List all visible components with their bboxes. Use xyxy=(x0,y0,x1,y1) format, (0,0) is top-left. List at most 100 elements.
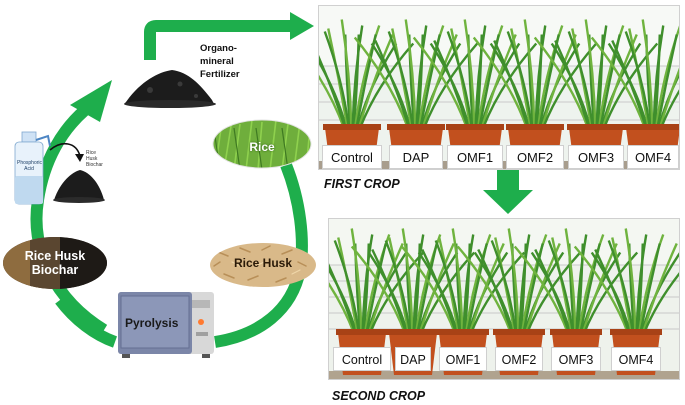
first-crop-leaf xyxy=(416,34,424,129)
biochar-label: Rice Husk Biochar xyxy=(6,249,104,277)
pyrolysis-furnace xyxy=(118,292,214,358)
second-crop-leaf xyxy=(636,243,644,334)
rice-image xyxy=(213,120,311,168)
second-crop-leaf xyxy=(350,228,363,334)
first-crop-plants xyxy=(319,6,679,169)
second-crop-photo: Control DAP OMF1 OMF2 OMF3 OMF4 xyxy=(328,218,680,380)
first-crop-leaf xyxy=(353,36,410,129)
second-crop-pot-rim xyxy=(387,329,439,335)
second-crop-leaf xyxy=(575,234,588,334)
second-crop-leaf xyxy=(451,228,464,334)
first-crop-leaf xyxy=(624,31,652,129)
cycle-arc-bottom xyxy=(55,296,118,348)
second-crop-leaf xyxy=(573,245,629,334)
first-crop-leaf xyxy=(534,25,547,129)
second-crop-pot-rim xyxy=(493,329,545,335)
first-crop-leaf xyxy=(550,42,592,129)
second-crop-leaf xyxy=(367,251,409,334)
biochar-label-line-1: Rice Husk xyxy=(24,249,86,263)
rice-husk-image xyxy=(210,243,316,287)
mini-biochar-label: Rice Husk Biochar xyxy=(86,150,103,168)
pyrolysis-label: Pyrolysis xyxy=(125,316,179,330)
first-crop-leaf xyxy=(590,36,647,129)
second-crop-leaf xyxy=(607,240,635,334)
bottle-label-line-2: Acid xyxy=(24,166,34,172)
second-crop-leaf xyxy=(468,243,505,334)
second-crop-pot-label-omf3: OMF3 xyxy=(551,347,601,371)
first-crop-leaf xyxy=(596,34,604,129)
first-crop-photo: Control DAP OMF1 OMF2 OMF3 OMF4 xyxy=(318,5,680,170)
first-crop-leaf xyxy=(340,19,353,129)
first-crop-pot-label-omf3: OMF3 xyxy=(568,145,624,169)
first-crop-leaf xyxy=(607,42,649,129)
second-crop-pot-label-control: Control xyxy=(333,347,391,371)
fertilizer-label-line-1: Organo- xyxy=(200,43,237,54)
fertilizer-to-crop-arrowhead xyxy=(290,12,314,40)
fertilizer-label-line-2: mineral xyxy=(200,56,234,67)
second-crop-leaf xyxy=(384,240,412,334)
first-crop-leaf xyxy=(446,31,474,129)
second-crop-leaf xyxy=(350,245,406,334)
first-crop-pot-label-dap: DAP xyxy=(389,145,443,169)
first-crop-pot-rim xyxy=(567,124,625,130)
first-crop-leaf xyxy=(535,34,543,129)
bottle-label: Phosphoric Acid xyxy=(17,160,43,172)
second-crop-leaf xyxy=(519,243,527,334)
first-crop-leaf xyxy=(489,42,531,129)
first-crop-pot-label-omf2: OMF2 xyxy=(506,145,564,169)
first-crop-leaf xyxy=(463,19,476,129)
first-crop-leaf xyxy=(370,42,412,129)
mini-biochar-pile xyxy=(53,170,105,203)
first-crop-leaf xyxy=(656,34,678,129)
second-crop-pot-rim xyxy=(437,329,489,335)
second-crop-leaf xyxy=(490,240,518,334)
first-crop-leaf xyxy=(660,89,679,129)
second-crop-leaf xyxy=(576,243,584,334)
bottle-label-line-1: Phosphoric xyxy=(17,160,43,166)
first-crop-leaf xyxy=(658,67,679,129)
first-crop-leaf xyxy=(653,34,661,129)
second-crop-pot-rim xyxy=(550,329,602,335)
crop-down-arrow-shaft xyxy=(497,170,519,192)
second-crop-leaf xyxy=(367,243,404,334)
second-crop-pot-label-omf2: OMF2 xyxy=(495,347,543,371)
second-crop-leaf xyxy=(473,251,515,334)
mini-biochar-label-line-3: Biochar xyxy=(86,162,103,168)
first-crop-leaf xyxy=(523,19,536,129)
first-crop-title: FIRST CROP xyxy=(324,177,400,191)
first-crop-pot-rim xyxy=(624,124,679,130)
fertilizer-to-crop-arrow xyxy=(144,20,292,60)
first-crop-pot-rim xyxy=(323,124,381,130)
fertilizer-label-line-3: Fertilizer xyxy=(200,69,240,80)
second-crop-leaf xyxy=(362,243,370,334)
phosphoric-acid-bottle xyxy=(14,131,51,205)
second-crop-leaf xyxy=(418,243,455,334)
first-crop-leaf xyxy=(584,19,597,129)
second-crop-leaf xyxy=(329,282,355,334)
cycle-arc-left xyxy=(30,105,108,336)
second-crop-leaf xyxy=(518,234,531,334)
rice-husk-label: Rice Husk xyxy=(233,256,293,270)
first-crop-leaf xyxy=(540,34,577,129)
second-crop-leaf xyxy=(522,243,544,334)
second-crop-pot-label-dap: DAP xyxy=(395,347,431,371)
second-crop-leaf xyxy=(417,251,459,334)
second-crop-leaf xyxy=(463,243,471,334)
second-crop-pot-label-omf1: OMF1 xyxy=(439,347,487,371)
first-crop-leaf xyxy=(599,34,621,129)
first-crop-leaf xyxy=(355,34,377,129)
second-crop-leaf xyxy=(466,243,488,334)
second-crop-leaf xyxy=(624,228,637,334)
first-crop-leaf xyxy=(567,31,595,129)
second-crop-leaf xyxy=(361,234,374,334)
second-crop-leaf xyxy=(416,243,438,334)
second-crop-pot-rim xyxy=(336,329,388,335)
first-crop-leaf xyxy=(652,25,665,129)
first-crop-pot-label-omf1: OMF1 xyxy=(447,145,503,169)
second-crop-leaf xyxy=(400,245,456,334)
first-crop-leaf xyxy=(475,34,483,129)
acid-to-biochar-arrow xyxy=(49,143,81,157)
second-crop-leaf xyxy=(513,245,569,334)
second-crop-leaf xyxy=(456,245,512,334)
